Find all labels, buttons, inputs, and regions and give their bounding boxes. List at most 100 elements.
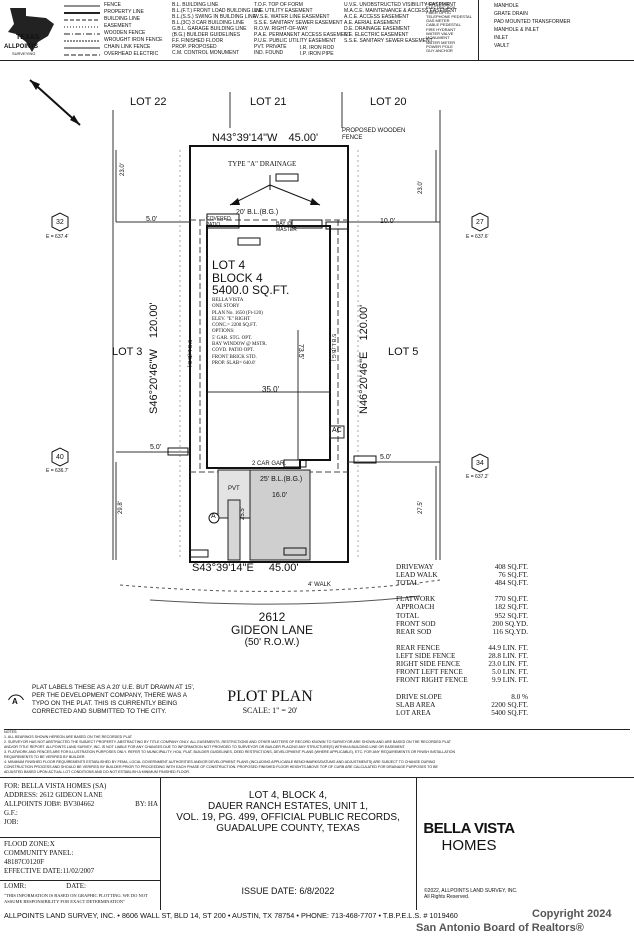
left-bearing: S46°20'46"W 120.00' [148,302,160,414]
legend-item: OVERHEAD ELECTRIC [104,51,159,57]
legend-item: M.A.C.E. MAINTENANCE & ACCESS EASEMENT [344,8,458,14]
top-bearing: N43°39'14"W 45.00' [212,132,318,144]
quantity-label: FLATWORK [396,595,436,604]
legend-item: WOODEN FENCE [104,30,146,36]
tb-date: DATE: [66,882,87,890]
plan-drawing [8,79,489,700]
quantity-row: FRONT SOD 200 SQ.YD. [396,620,528,628]
legend-item: WATER METER [426,39,456,45]
quantity-label: FRONT SOD [396,619,436,628]
dim-16: 16.0' [272,492,287,499]
tb-flood: FLOOD ZONE:X COMMUNITY PANEL: 48187C0120… [4,840,158,876]
tb-issue-date: ISSUE DATE: 6/8/2022 [241,886,335,896]
legend-item: LIGHT POLE [426,1,450,6]
tb-gf: G.F.: [4,809,18,817]
dim-25-5: 25.5' [240,507,246,520]
quantity-value: 200 SQ.YD. [492,619,528,628]
title-block: FOR: BELLA VISTA HOMES (SA) ADDRESS: 261… [0,777,634,910]
house-info-line: PLAN No. 1650 (Ft-120) [212,310,263,316]
marker-34 [471,453,489,473]
elev-right-2: E = 637.2' [466,474,489,480]
lot-21-label: LOT 21 [250,96,287,108]
tb-effective: EFFECTIVE DATE:11/02/2007 [4,867,95,875]
tb-vline-1 [160,778,161,910]
quantity-row: FLATWORK 770 SQ.FT. [396,595,528,603]
legend-item: WROUGHT IRON FENCE [104,37,163,43]
quantity-row [396,636,528,644]
quantity-row [396,684,528,692]
note-line: 2. SURVEYOR HAS NOT ABSTRACTED THE SUBJE… [4,740,451,744]
scale-label: SCALE: 1" = 20' [242,706,298,715]
legend-item: FENCE [104,2,121,8]
tb-flood-zone: FLOOD ZONE:X [4,840,55,848]
quantity-value: 952 SQ.FT. [494,611,528,620]
street-number: 2612 [258,610,286,624]
legend-item: B.L. BUILDING LINE [172,2,219,8]
quantity-label: LEFT SIDE FENCE [396,652,456,661]
quantity-value: 44.9 LIN. FT. [488,643,528,652]
legend-item: FIBER OPTIC [426,9,452,15]
legend-item: PROPERTY LINE [104,9,144,15]
right-dist-text: 120.00' [358,304,370,341]
quantity-value: 28.8 LIN. FT. [488,652,528,661]
legend-item: POWER POLE [426,43,453,49]
marker-32 [51,212,69,232]
street-name: GIDEON LANE [230,623,314,637]
texas-logo [8,8,54,52]
house-info-line: FRONT BRICK STD. [212,354,257,360]
legend-item: PAD MOUNTED TRANSFORMER [494,19,571,25]
legend-item: E.E. ELECTRIC EASEMENT [344,32,409,38]
lot-sqft: 5400.0 SQ.FT. [212,283,290,297]
tb-divider-a [0,837,160,838]
top-bearing-text: N43°39'14"W [212,132,278,144]
lot-3-label: LOT 3 [112,346,143,358]
note-line: CONSTRUCTION PROCESS AND SHOULD BE VERIF… [4,765,438,769]
bottom-bearing-text: S43°39'14"E [192,562,254,574]
top-dist-text: 45.00' [288,132,319,144]
tb-by: BY: HA [135,800,158,808]
quantity-value: 770 SQ.FT. [494,595,528,604]
legend-item: IND. FOUND [254,50,284,56]
quantity-label: LEAD WALK [396,571,438,580]
dim-73-5: 73.5' [297,344,304,359]
note-line: REQUIREMENTS TO BE VERIFIED BY BUILDER. [4,755,86,759]
walk-label: 4' WALK [308,582,331,588]
legend-item: P.U.E. PUBLIC UTILITY EASEMENT [254,38,337,44]
note-line: 1. ALL BEARINGS SHOWN HEREON ARE BASED O… [4,735,133,739]
logo-sub: ALLPOINTS [4,44,38,50]
right-bearing: N46°20'46"E 120.00' [358,305,370,414]
house-info-line: ELEV. "E" RIGHT [212,316,251,322]
legend-item: B.L.(S.S.) SWING IN BUILDING LINE [172,14,256,20]
legend-item: I.P. IRON PIPE [300,51,334,57]
note-line: 4. MINIMUM FINISHED FLOOR REQUIREMENTS E… [4,760,436,764]
legend-item: R.O.W. RIGHT-OF-WAY [254,26,308,32]
marker-40-label: 40 [56,454,64,461]
tb-job-row: ALLPOINTS JOB#: BV304662 BY: HA [4,800,158,809]
dim-35: 35.0' [262,385,280,394]
driveway [249,469,311,561]
quantity-value: 76 SQ.FT. [498,571,528,580]
front-bl-label: 25' B.L.(B.G.) [260,476,303,483]
lot-22-label: LOT 22 [130,96,167,108]
legend-item: CABLE PEDESTAL [426,22,461,28]
legend-item: (B.G.) BUILDER GUIDELINES [172,32,241,38]
quantity-label: TOTAL [396,611,419,620]
legend-item: MANHOLE & INLET [494,27,540,33]
legend-item: W.S.E. WATER LINE EASEMENT [254,14,330,20]
legend-item: C.M. CONTROL MONUMENT [172,50,240,56]
quantity-value: 9.9 LIN. FT. [492,676,528,685]
legend-item: EASEMENT [104,23,132,29]
tb-rights: All Rights Reserved. [424,894,470,900]
legend-item: TELEPHONE PEDESTAL [426,13,472,19]
dim-23-right: 23.0' [418,181,424,194]
tb-copyright-small: ©2022, ALLPOINTS LAND SURVEY, INC. [424,888,518,894]
watermark-board: San Antonio Board of Realtors® [416,922,584,934]
legend-item: D.E. DRAINAGE EASEMENT [344,26,411,32]
